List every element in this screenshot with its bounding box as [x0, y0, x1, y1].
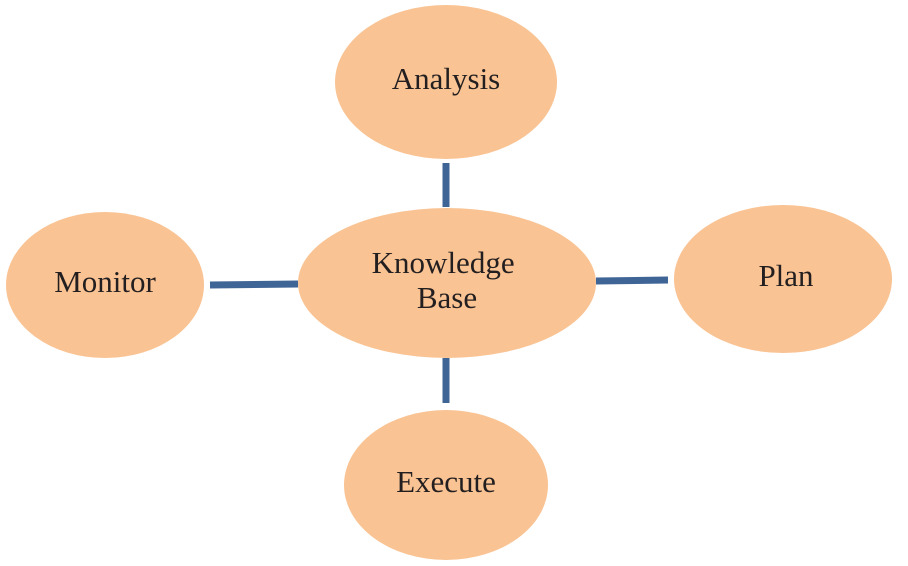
node-knowledge-base-label-line2: Base: [417, 280, 477, 315]
node-knowledge-base-label-line1: Knowledge: [372, 245, 515, 280]
connector-plan: [595, 276, 669, 285]
node-monitor-shape: [6, 212, 204, 358]
node-plan-label: Plan: [758, 258, 814, 293]
node-monitor: Monitor: [6, 212, 204, 358]
node-knowledge-base-label: Knowledge Base: [372, 245, 523, 315]
node-knowledge-base-shape: [298, 208, 596, 358]
node-analysis-label: Analysis: [392, 61, 501, 96]
node-analysis: Analysis: [335, 5, 557, 159]
node-execute-shape: [344, 410, 548, 560]
node-plan: Plan: [674, 205, 892, 353]
node-analysis-shape: [335, 5, 557, 159]
node-execute-label: Execute: [396, 464, 496, 499]
node-plan-shape: [674, 205, 892, 353]
node-monitor-label: Monitor: [54, 264, 156, 299]
node-knowledge-base: Knowledge Base: [298, 208, 596, 358]
connector-monitor: [209, 280, 299, 289]
node-execute: Execute: [344, 410, 548, 560]
